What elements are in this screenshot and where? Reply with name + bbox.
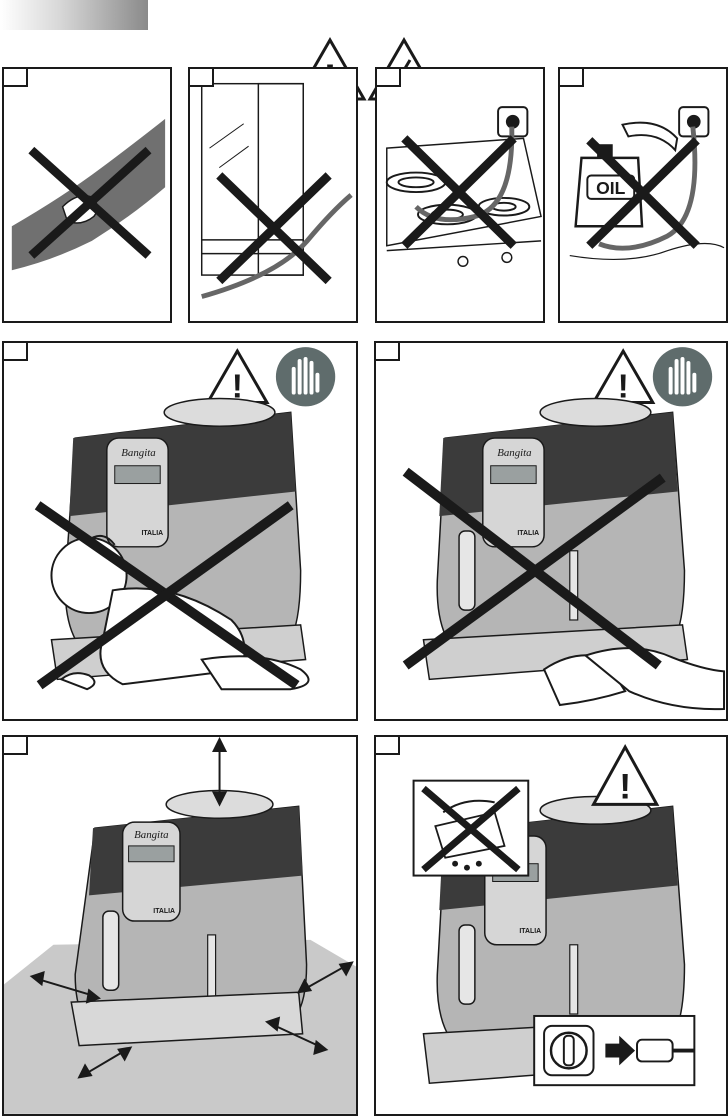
- crossed-out-icon: [421, 785, 521, 873]
- warning-mark: !: [232, 369, 243, 406]
- warning-triangle-icon: !: [205, 348, 270, 406]
- model-label: ITALIA: [141, 530, 163, 537]
- oil-label: OIL: [596, 178, 626, 198]
- warning-mark: !: [618, 369, 629, 406]
- stop-hand-icon: [275, 347, 336, 407]
- warning-triangle-icon: !: [590, 348, 656, 406]
- power-plug-icon: [533, 1014, 696, 1087]
- panel-no-water-contact: [2, 67, 172, 323]
- crossed-out-icon: [216, 172, 332, 285]
- model-label: ITALIA: [153, 908, 175, 915]
- brand-logo: Bangita: [121, 447, 156, 459]
- panel-number-box: [377, 69, 401, 87]
- warning-triangle-icon: !: [591, 743, 660, 806]
- wiping-hand-illustration: [542, 647, 726, 711]
- panel-number-box: [560, 69, 584, 87]
- panel-no-cable-on-stove: [375, 67, 545, 323]
- panel-no-cable-in-door: [188, 67, 358, 323]
- panel-number-box: [376, 343, 400, 361]
- panel-no-wet-cleaning: ! Bangita ITALIA: [374, 341, 728, 721]
- panel-keep-away-from-children: ! Bangita ITALIA: [2, 341, 358, 721]
- panel-installation-clearance: Bangita ITALIA: [2, 735, 358, 1116]
- coffee-machine-illustration: Bangita ITALIA: [70, 789, 308, 1047]
- crossed-out-icon: [401, 135, 517, 249]
- stop-hand-icon: [652, 347, 713, 407]
- crossed-out-icon: [34, 501, 300, 690]
- panel-number-box: [190, 69, 214, 87]
- panel-no-cable-near-oil: OIL: [558, 67, 728, 323]
- brand-logo: Bangita: [134, 829, 169, 841]
- clearance-arrow-icon: [29, 737, 354, 1079]
- crossed-out-icon: [586, 137, 700, 249]
- coffee-machine-illustration: Bangita ITALIA: [422, 397, 689, 681]
- panel-number-box: [4, 737, 28, 755]
- panel-unplug-machine: ITALIA !: [374, 735, 728, 1116]
- section-header-bar: [0, 0, 148, 30]
- brand-logo: Bangita: [497, 447, 532, 459]
- no-water-on-machine-inset: [412, 779, 530, 877]
- model-label: ITALIA: [517, 530, 539, 537]
- panel-number-box: [4, 343, 28, 361]
- crossed-out-icon: [28, 146, 152, 259]
- model-label: ITALIA: [519, 928, 541, 935]
- panel-number-box: [4, 69, 28, 87]
- panel-number-box: [376, 737, 400, 755]
- crossed-out-icon: [402, 467, 666, 670]
- warning-mark: !: [619, 766, 631, 806]
